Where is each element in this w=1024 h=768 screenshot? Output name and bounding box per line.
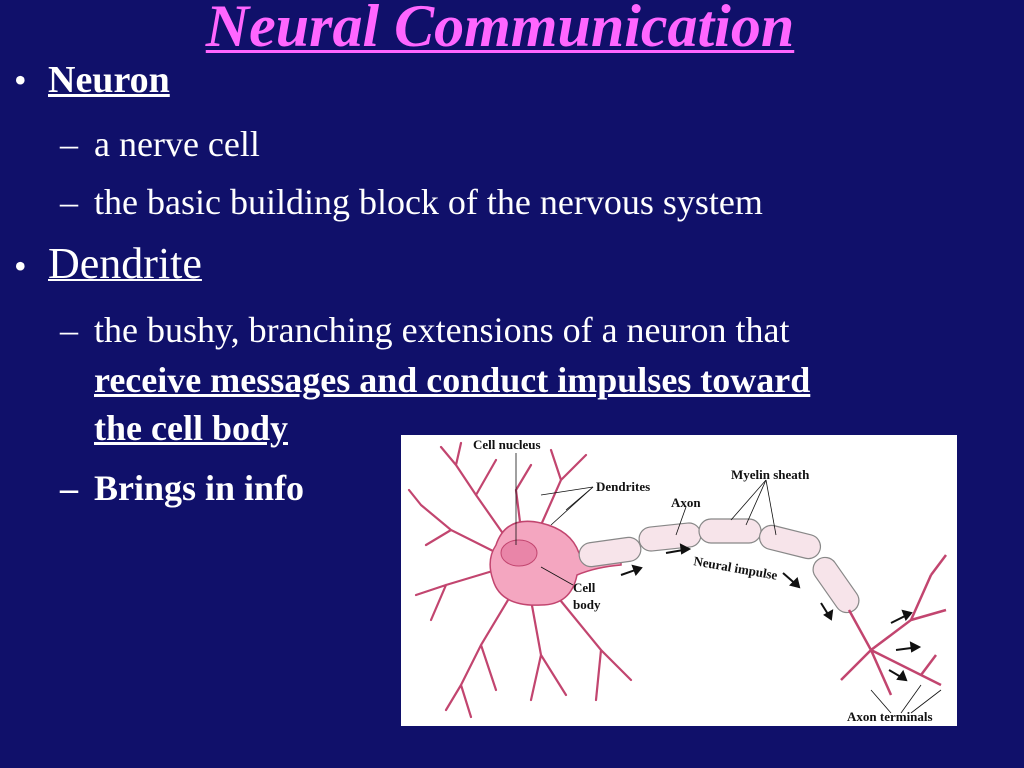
label-axon: Axon — [671, 495, 701, 510]
label-neural-impulse: Neural impulse — [692, 553, 778, 583]
dash: – — [60, 124, 78, 164]
sub-item-nerve-cell: –a nerve cell — [60, 120, 260, 168]
bullet-dot: • — [14, 60, 27, 100]
label-myelin-sheath: Myelin sheath — [731, 467, 810, 482]
label-cell-nucleus: Cell nucleus — [473, 437, 541, 452]
sub-item-emphasis-line-1: receive messages and conduct impulses to… — [94, 360, 811, 400]
bullet-dendrite: • Dendrite — [14, 242, 202, 287]
sub-item-text: the basic building block of the nervous … — [94, 182, 763, 222]
bullet-neuron: • Neuron — [14, 60, 170, 100]
dendrite-branches — [407, 441, 633, 719]
term-dendrite: Dendrite — [48, 239, 202, 288]
impulse-arrows — [620, 543, 922, 682]
label-cell: Cell — [573, 580, 596, 595]
sub-item-building-block: –the basic building block of the nervous… — [60, 178, 763, 226]
sub-item-text: the bushy, branching extensions of a neu… — [94, 310, 790, 350]
dash: – — [60, 310, 78, 350]
cell-nucleus-shape — [500, 539, 538, 567]
sub-item-text: Brings in info — [94, 468, 305, 508]
neuron-illustration: Cell nucleus Dendrites Axon Myelin sheat… — [407, 437, 947, 724]
label-body: body — [573, 597, 601, 612]
sub-item-dendrite-definition: –the bushy, branching extensions of a ne… — [60, 306, 790, 354]
axon-terminal-branches — [840, 554, 947, 696]
slide-title: Neural Communication — [205, 0, 795, 59]
label-dendrites: Dendrites — [596, 479, 650, 494]
sub-item-brings-info: –Brings in info — [60, 464, 304, 512]
dash: – — [60, 182, 78, 222]
sub-item-emphasis-line-2: the cell body — [94, 408, 288, 448]
myelin-segments — [578, 518, 860, 614]
label-leader-lines — [515, 453, 942, 714]
neuron-diagram: Cell nucleus Dendrites Axon Myelin sheat… — [401, 435, 957, 726]
dash: – — [60, 468, 78, 508]
label-axon-terminals: Axon terminals — [847, 709, 933, 724]
bullet-dot: • — [14, 246, 27, 286]
term-neuron: Neuron — [48, 59, 170, 101]
sub-item-text: a nerve cell — [94, 124, 260, 164]
